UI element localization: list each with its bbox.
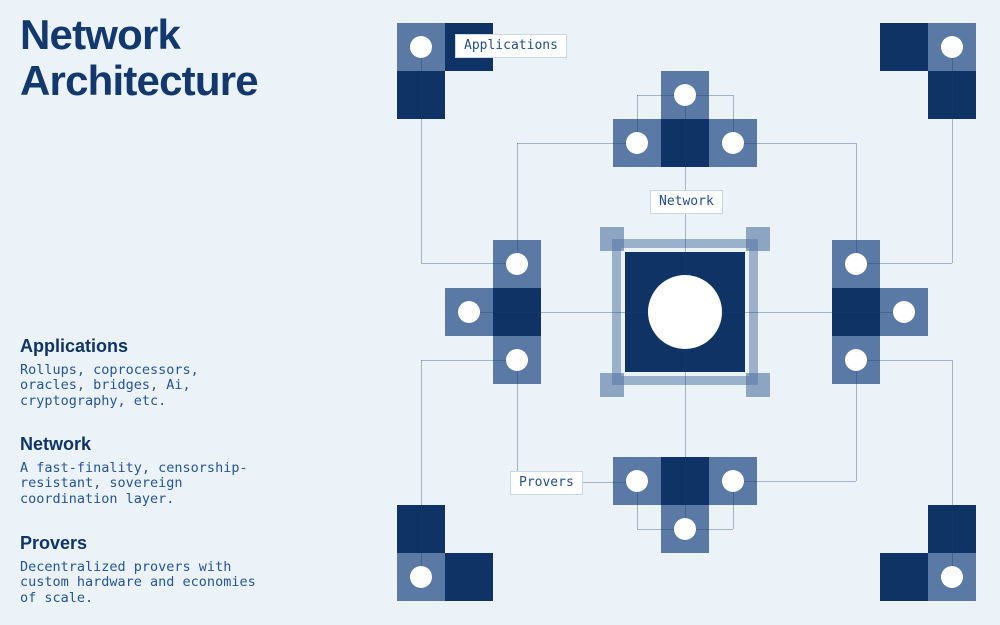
node-circle — [410, 566, 432, 588]
legend-network-heading: Network — [20, 434, 92, 454]
legend-applications: Applications Rollups, coprocessors, orac… — [20, 337, 320, 409]
legend-network-body: A fast-finality, censorship- resistant, … — [20, 459, 248, 507]
connector-line — [637, 95, 685, 96]
connector-line — [421, 360, 422, 577]
page-title: Network Architecture — [20, 11, 259, 105]
legend-network: Network A fast-finality, censorship- res… — [20, 435, 320, 507]
connector-line — [421, 263, 517, 264]
node-circle — [506, 349, 528, 371]
node-circle — [458, 301, 480, 323]
node-circle — [845, 349, 867, 371]
center-frame-corner — [746, 227, 770, 251]
center-frame-corner — [746, 373, 770, 397]
connector-line — [517, 143, 637, 144]
diagram-square — [880, 553, 928, 601]
connector-line — [856, 263, 952, 264]
node-circle — [506, 253, 528, 275]
node-circle — [626, 132, 648, 154]
diagram-square — [832, 288, 880, 336]
diagram-square — [445, 553, 493, 601]
node-circle — [941, 36, 963, 58]
connector-line — [733, 481, 856, 482]
diagram-label-applications: Applications — [455, 34, 567, 58]
node-circle — [410, 36, 432, 58]
connector-line — [952, 47, 953, 263]
diagram-square — [493, 288, 541, 336]
diagram-square — [928, 71, 976, 119]
connector-line — [856, 360, 952, 361]
center-frame-corner — [600, 227, 624, 251]
legend-provers-heading: Provers — [20, 533, 88, 553]
node-circle — [626, 470, 648, 492]
node-circle — [674, 84, 696, 106]
diagram-square — [661, 457, 709, 505]
diagram-square — [397, 505, 445, 553]
node-circle — [722, 132, 744, 154]
diagram-label-provers: Provers — [510, 471, 583, 495]
legend-applications-heading: Applications — [20, 336, 129, 356]
connector-line — [685, 529, 733, 530]
node-circle — [845, 253, 867, 275]
connector-line — [856, 143, 857, 264]
diagram-square — [880, 23, 928, 71]
connector-line — [952, 360, 953, 577]
legend-provers: Provers Decentralized provers with custo… — [20, 534, 320, 606]
connector-line — [637, 481, 638, 529]
connector-line — [856, 360, 857, 481]
connector-line — [733, 95, 734, 143]
node-circle — [674, 518, 696, 540]
connector-line — [637, 95, 638, 143]
connector-line — [421, 47, 422, 263]
connector-line — [637, 529, 685, 530]
connector-line — [421, 360, 517, 361]
connector-line — [733, 481, 734, 529]
diagram-square — [397, 71, 445, 119]
node-circle — [722, 470, 744, 492]
connector-line — [733, 143, 856, 144]
diagram-square — [661, 119, 709, 167]
diagram-label-network: Network — [650, 190, 723, 214]
node-circle — [893, 301, 915, 323]
node-circle — [648, 275, 722, 349]
diagram-square — [928, 505, 976, 553]
legend-applications-body: Rollups, coprocessors, oracles, bridges,… — [20, 361, 199, 409]
node-circle — [941, 566, 963, 588]
connector-line — [517, 360, 518, 482]
center-frame-corner — [600, 373, 624, 397]
connector-line — [517, 143, 518, 264]
center-frame — [612, 239, 758, 385]
connector-line — [685, 95, 733, 96]
legend-provers-body: Decentralized provers with custom hardwa… — [20, 558, 256, 606]
